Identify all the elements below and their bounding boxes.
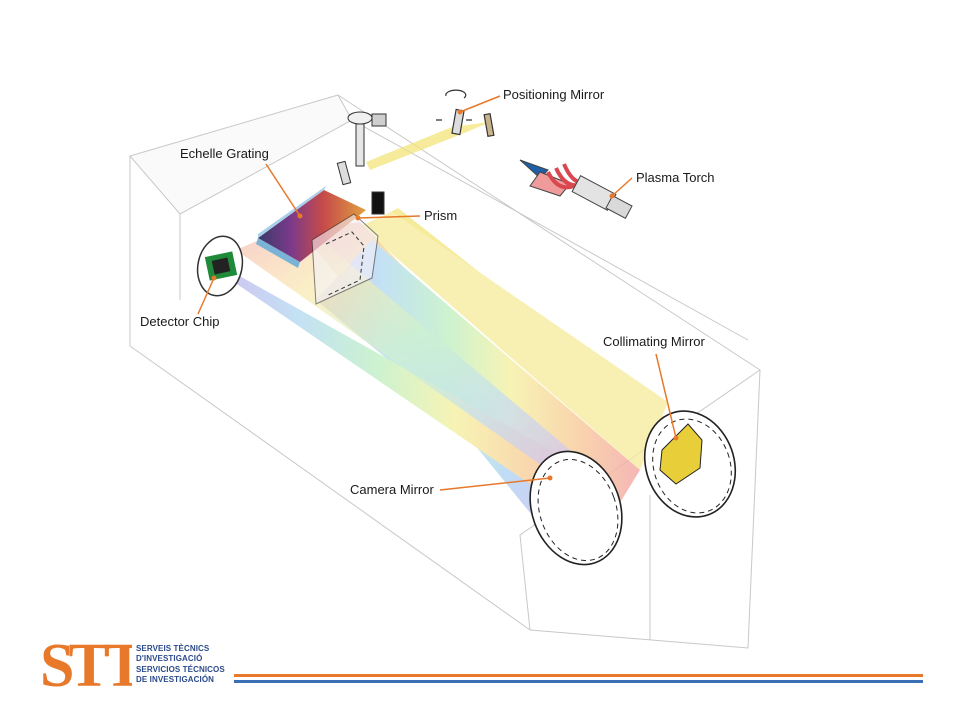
- label-positioning-mirror: Positioning Mirror: [503, 87, 605, 102]
- stti-logo-text: STTI: [40, 632, 132, 694]
- prism: [311, 213, 379, 305]
- stti-logo: STTI: [40, 632, 132, 694]
- org-line-2: D'INVESTIGACIÓ: [136, 653, 203, 663]
- label-detector-chip: Detector Chip: [140, 314, 219, 329]
- plasma-torch: [519, 159, 633, 220]
- org-line-1: SERVEIS TÈCNICS: [136, 644, 210, 653]
- label-collimating-mirror: Collimating Mirror: [603, 334, 706, 349]
- collimating-mirror: [643, 410, 737, 518]
- label-pointer-dots: [211, 109, 679, 481]
- label-pointers: [197, 95, 677, 491]
- label-plasma-torch: Plasma Torch: [636, 170, 715, 185]
- org-line-3: SERVICIOS TÉCNICOS: [136, 665, 225, 674]
- org-line-4: DE INVESTIGACIÓN: [136, 674, 215, 684]
- label-echelle-grating: Echelle Grating: [180, 146, 269, 161]
- echelle-grating: [256, 186, 366, 268]
- label-camera-mirror: Camera Mirror: [350, 482, 434, 497]
- detector-chip: [196, 235, 244, 297]
- slit-assembly: [336, 111, 387, 215]
- camera-mirror: [529, 450, 623, 566]
- footer-rule-blue: [234, 680, 923, 683]
- organization-name: SERVEIS TÈCNICS D'INVESTIGACIÓ SERVICIOS…: [136, 644, 225, 684]
- positioning-mirror: [436, 89, 495, 138]
- label-prism: Prism: [424, 208, 457, 223]
- footer-rule-orange: [234, 674, 923, 677]
